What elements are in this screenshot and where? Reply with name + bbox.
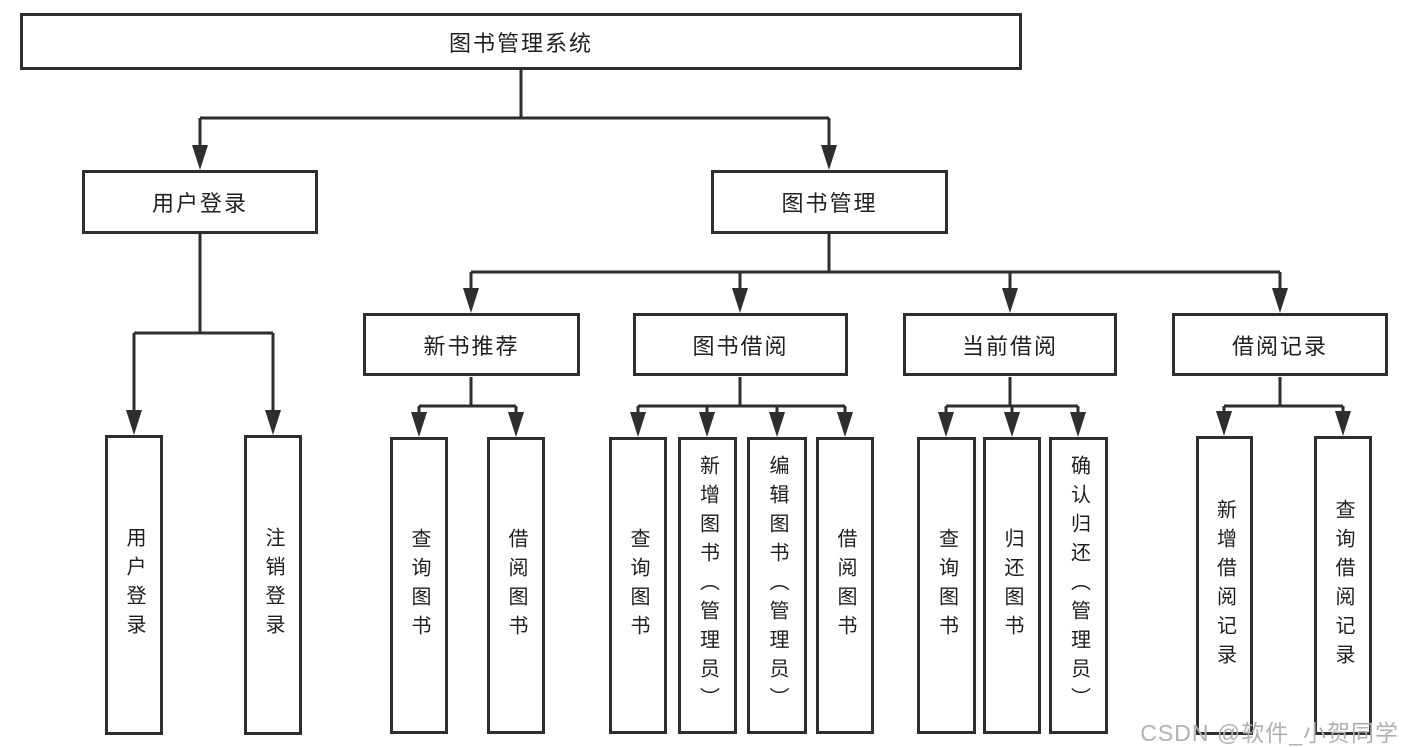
node-book-borrow: 图书借阅 [633, 313, 848, 376]
node-new-book-recommend: 新书推荐 [363, 313, 580, 376]
leaf-logout-login: 注销登录 [244, 435, 302, 735]
leaf-borrow-edit-book-admin: 编辑图书（管理员） [747, 437, 807, 734]
arrowhead [463, 288, 479, 313]
leaf-current-query-book-label: 查询图书 [935, 527, 958, 644]
arrowhead [837, 412, 853, 437]
watermark: CSDN @软件_小贺同学 [1140, 720, 1399, 746]
arrowhead [1216, 411, 1232, 436]
node-borrow-records: 借阅记录 [1172, 313, 1388, 376]
leaf-borrow-query-book-label: 查询图书 [627, 527, 649, 644]
node-root: 图书管理系统 [20, 13, 1022, 70]
leaf-user-login-label: 用户登录 [123, 527, 145, 643]
node-book-management-label: 图书管理 [781, 191, 878, 216]
arrowhead [699, 412, 715, 437]
leaf-current-return-book: 归还图书 [983, 437, 1041, 734]
node-current-borrow-label: 当前借阅 [961, 333, 1058, 359]
arrowhead [411, 412, 427, 437]
node-book-management: 图书管理 [711, 170, 948, 234]
arrowhead [769, 412, 785, 437]
node-current-borrow: 当前借阅 [903, 313, 1117, 376]
arrowhead [126, 410, 142, 435]
node-new-book-recommend-label: 新书推荐 [423, 333, 520, 359]
leaf-borrow-add-book-admin: 新增图书（管理员） [678, 437, 737, 734]
leaf-records-query-record-label: 查询借阅记录 [1332, 498, 1354, 673]
arrowhead [630, 412, 646, 437]
edge-borrow-records-children [1222, 377, 1345, 418]
leaf-records-add-record: 新增借阅记录 [1196, 436, 1253, 735]
arrowhead [1272, 288, 1288, 313]
leaf-logout-login-label: 注销登录 [262, 527, 284, 643]
leaf-rec-query-book-label: 查询图书 [408, 527, 430, 644]
arrowhead [265, 410, 281, 435]
leaf-borrow-query-book: 查询图书 [609, 437, 667, 734]
arrowhead [508, 412, 524, 437]
node-user-login-label: 用户登录 [151, 191, 248, 216]
arrowhead [1335, 411, 1351, 436]
leaf-user-login: 用户登录 [105, 435, 163, 735]
leaf-current-return-book-label: 归还图书 [1001, 527, 1023, 644]
leaf-records-add-record-label: 新增借阅记录 [1213, 498, 1236, 673]
arrowhead [1004, 412, 1020, 437]
edge-book-borrow-children [636, 377, 847, 418]
leaf-rec-borrow-book-label: 借阅图书 [505, 527, 527, 644]
arrowhead [1070, 412, 1086, 437]
arrowhead [192, 145, 208, 170]
node-borrow-records-label: 借阅记录 [1231, 333, 1328, 359]
edge-user-login-children [132, 234, 275, 414]
node-root-label: 图书管理系统 [448, 30, 593, 56]
edge-current-borrow-children [944, 377, 1080, 418]
leaf-rec-borrow-book: 借阅图书 [487, 437, 545, 734]
edge-book-mgmt-children [469, 234, 1282, 296]
edge-root-to-branches [198, 70, 831, 154]
arrowhead [1002, 288, 1018, 313]
leaf-borrow-edit-book-admin-label: 编辑图书（管理员） [766, 455, 788, 716]
edge-new-book-children [417, 377, 518, 418]
leaf-current-confirm-return-admin-label: 确认归还（管理员） [1067, 455, 1090, 716]
leaf-borrow-borrow-book: 借阅图书 [816, 437, 874, 734]
leaf-rec-query-book: 查询图书 [390, 437, 448, 734]
arrowhead [938, 412, 954, 437]
arrowhead [821, 145, 837, 170]
node-user-login: 用户登录 [82, 170, 318, 234]
arrowhead [732, 288, 748, 313]
leaf-borrow-add-book-admin-label: 新增图书（管理员） [696, 455, 719, 716]
leaf-current-confirm-return-admin: 确认归还（管理员） [1049, 437, 1108, 734]
leaf-records-query-record: 查询借阅记录 [1314, 436, 1372, 735]
node-book-borrow-label: 图书借阅 [692, 333, 789, 359]
leaf-borrow-borrow-book-label: 借阅图书 [834, 527, 856, 644]
leaf-current-query-book: 查询图书 [917, 437, 976, 734]
